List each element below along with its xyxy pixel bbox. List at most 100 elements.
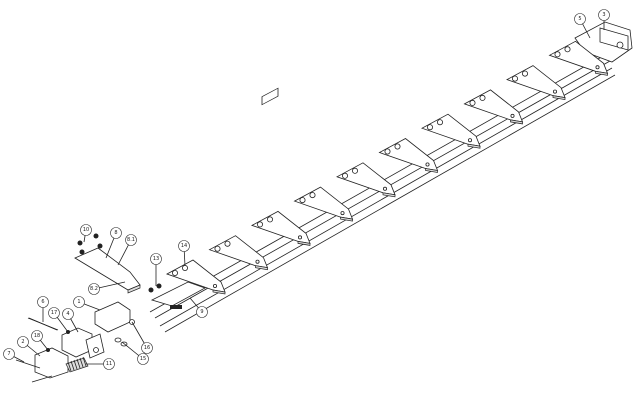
- balloon-circle: [598, 9, 610, 21]
- knife-bolt: [171, 269, 178, 276]
- balloon-3: 3: [598, 9, 610, 21]
- knife-bolt: [299, 197, 306, 204]
- plate-edge: [127, 284, 141, 294]
- knife-bolt: [522, 70, 529, 77]
- knife-section: [548, 40, 609, 74]
- balloon-label: 8.2: [90, 286, 98, 292]
- balloon-label: 3: [602, 12, 605, 18]
- balloon-label: 10: [83, 227, 89, 233]
- balloon-label: 17: [51, 310, 57, 316]
- knife-bolt: [426, 124, 433, 131]
- knife-edge: [212, 289, 226, 295]
- balloon-circle: [150, 253, 162, 265]
- spring-coil: [82, 356, 87, 367]
- balloon-label: 8.1: [127, 237, 135, 243]
- knife-edge: [382, 192, 396, 198]
- balloon-circle: [88, 283, 100, 295]
- bar-rail: [159, 67, 613, 327]
- balloon-label: 1: [77, 299, 80, 305]
- bar-rail: [164, 74, 616, 333]
- bolt-13: [148, 287, 154, 293]
- pin-7: [15, 359, 41, 369]
- balloon-9: 9: [196, 306, 208, 318]
- balloon-circle: [62, 308, 74, 320]
- balloon-circle: [141, 342, 153, 354]
- balloon-1: 1: [73, 296, 85, 308]
- knife-edge: [297, 240, 311, 246]
- knife-sections: [166, 40, 609, 295]
- yoke-hole: [93, 347, 99, 353]
- balloon-8-1: 8.1: [125, 234, 137, 246]
- balloon-circle: [574, 13, 586, 25]
- knife-bolt: [436, 119, 443, 126]
- knife-bolt: [384, 148, 391, 155]
- spring-coil: [70, 360, 75, 371]
- knife-edge: [467, 143, 481, 149]
- knife-section: [421, 113, 481, 147]
- bolt-13: [156, 283, 162, 289]
- knife-section: [336, 162, 396, 196]
- knife-edge: [595, 70, 608, 76]
- guard-plate: [261, 87, 279, 106]
- balloon-8: 8: [110, 227, 122, 239]
- balloon-circle: [31, 330, 43, 342]
- yoke-4-arm: [85, 333, 105, 359]
- balloon-circle: [125, 234, 137, 246]
- knife-bolt: [394, 143, 401, 150]
- balloon-label: 7: [7, 351, 10, 357]
- balloon-label: 16: [144, 345, 150, 351]
- spring-11: [65, 357, 89, 373]
- balloon-16: 16: [141, 342, 153, 354]
- balloon-label: 9: [200, 309, 203, 315]
- spring-coil: [73, 359, 78, 370]
- drive-parts: [15, 233, 206, 383]
- spring-coil: [79, 357, 84, 368]
- balloon-label: 13: [153, 256, 159, 262]
- balloon-10: 10: [80, 224, 92, 236]
- knife-edge: [510, 119, 523, 125]
- balloon-circle: [196, 306, 208, 318]
- knife-bolt: [554, 51, 561, 58]
- bolt-10: [79, 249, 85, 255]
- balloon-label: 15: [140, 356, 146, 362]
- balloon-circle: [178, 240, 190, 252]
- balloon-15: 15: [137, 353, 149, 365]
- knife-rivet: [297, 235, 302, 240]
- knife-edge: [552, 95, 566, 101]
- balloon-6: 6: [37, 296, 49, 308]
- knife-bolt: [512, 75, 519, 82]
- knife-bolt: [214, 245, 221, 252]
- knife-edge: [255, 265, 268, 271]
- balloon-circle: [80, 224, 92, 236]
- knife-rivet: [510, 113, 515, 118]
- balloon-17: 17: [48, 307, 60, 319]
- balloon-13: 13: [150, 253, 162, 265]
- housing-2: [34, 347, 69, 379]
- knife-section: [166, 259, 226, 293]
- bolt-10: [97, 243, 103, 249]
- balloon-11: 11: [103, 358, 115, 370]
- balloon-circle: [48, 307, 60, 319]
- knife-bolt: [564, 46, 571, 53]
- balloon-2: 2: [17, 336, 29, 348]
- spring-coil: [76, 358, 81, 369]
- balloon-8-2: 8.2: [88, 283, 100, 295]
- knife-section: [293, 186, 354, 220]
- balloon-circle: [110, 227, 122, 239]
- balloon-label: 11: [106, 361, 112, 367]
- balloon-circle: [103, 358, 115, 370]
- knife-bolt: [256, 221, 263, 228]
- knife-edge: [340, 216, 353, 222]
- knife-rivet: [425, 162, 430, 167]
- balloon-label: 2: [21, 339, 24, 345]
- balloon-circle: [73, 296, 85, 308]
- knife-head-1: [94, 301, 131, 333]
- pin-7b: [31, 375, 53, 383]
- knife-bolt: [181, 264, 188, 271]
- knife-head-plate-8: [74, 247, 141, 291]
- knife-bolt: [341, 172, 348, 179]
- balloon-circle: [137, 353, 149, 365]
- connector-9: [150, 281, 206, 307]
